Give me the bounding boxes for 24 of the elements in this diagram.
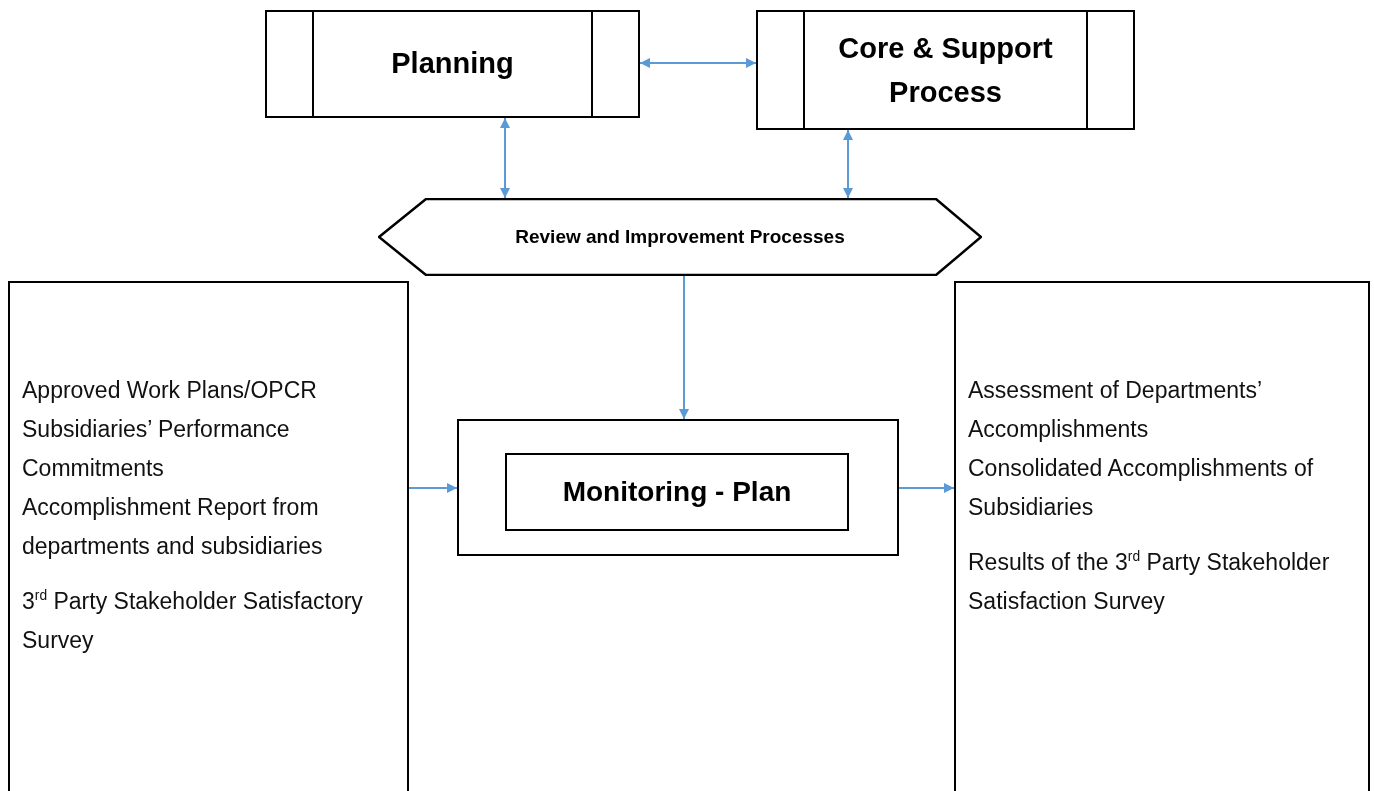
arrow: [639, 58, 757, 68]
list-item-text: Consolidated Accomplishments of Subsidiaries: [968, 454, 1315, 522]
list-item-text: Approved Work Plans/OPCR: [22, 376, 318, 405]
input-list-box: [954, 281, 1370, 791]
empty-box: [457, 419, 899, 556]
predefined-process-box: [756, 10, 1135, 130]
predefined-process-box: [265, 10, 640, 118]
list-item-text: Results of the 3$^{rd}$ Party Stakeholder Satisfaction Survey: [968, 547, 1331, 616]
arrow: [679, 275, 689, 420]
input-list-box: [8, 281, 409, 791]
hexagon-band: [378, 198, 982, 276]
list-item-text: Subsidiaries’ Performance Commitments: [22, 415, 291, 483]
arrow: [898, 483, 955, 493]
list-item-text: Accomplishment Report from departments and subsidiaries: [22, 493, 324, 561]
box-title: Review and Improvement Processes: [514, 224, 846, 249]
process-box: [505, 453, 849, 531]
box-title: Core & Support Process: [837, 30, 1054, 109]
box-title: Planning: [390, 46, 515, 82]
arrow: [500, 117, 510, 199]
arrow: [843, 129, 853, 199]
arrow: [408, 483, 458, 493]
list-item-text: 3$^{rd}$ Party Stakeholder Satisfactory Survey: [22, 586, 364, 655]
box-title: Monitoring - Plan: [561, 475, 793, 509]
list-item-text: Assessment of Departments’ Accomplishments: [968, 376, 1263, 444]
